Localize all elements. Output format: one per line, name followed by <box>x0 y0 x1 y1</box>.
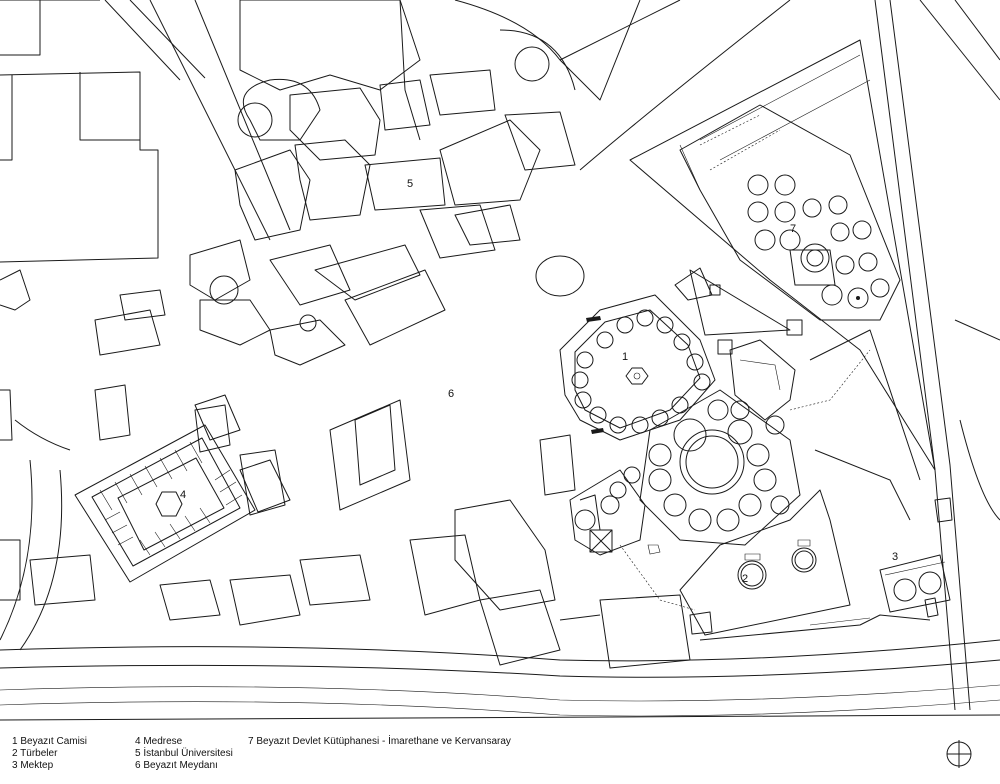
label-library: 7 <box>790 223 796 235</box>
legend-column-1: 1 Beyazıt Camisi 2 Türbeler 3 Mektep <box>12 736 87 772</box>
label-school: 3 <box>892 551 898 563</box>
legend-column-2: 4 Medrese 5 İstanbul Üniversitesi 6 Beya… <box>135 736 233 772</box>
label-tombs: 2 <box>742 573 748 585</box>
label-madrasa: 4 <box>180 489 186 501</box>
school <box>879 497 953 618</box>
library-complex <box>629 39 936 471</box>
legend-item-tombs: 2 Türbeler <box>12 748 58 759</box>
legend-item-square: 6 Beyazıt Meydanı <box>135 760 218 771</box>
madrasa <box>74 394 291 583</box>
north-arrow-icon <box>946 740 972 768</box>
legend-item-university: 5 İstanbul Üniversitesi <box>135 748 233 759</box>
legend-item-mosque: 1 Beyazıt Camisi <box>12 736 88 747</box>
mosque-complex <box>559 294 871 611</box>
legend-item-school: 3 Mektep <box>12 760 54 771</box>
label-mosque: 1 <box>622 351 628 363</box>
urban-context <box>0 0 1000 721</box>
legend-item-library: 7 Beyazıt Devlet Kütüphanesi - İmarethan… <box>248 736 511 747</box>
tombs <box>679 329 931 641</box>
legend-item-madrasa: 4 Medrese <box>135 736 183 747</box>
legend-column-3: 7 Beyazıt Devlet Kütüphanesi - İmarethan… <box>248 736 511 748</box>
label-square: 6 <box>448 388 454 400</box>
label-university: 5 <box>407 178 413 190</box>
